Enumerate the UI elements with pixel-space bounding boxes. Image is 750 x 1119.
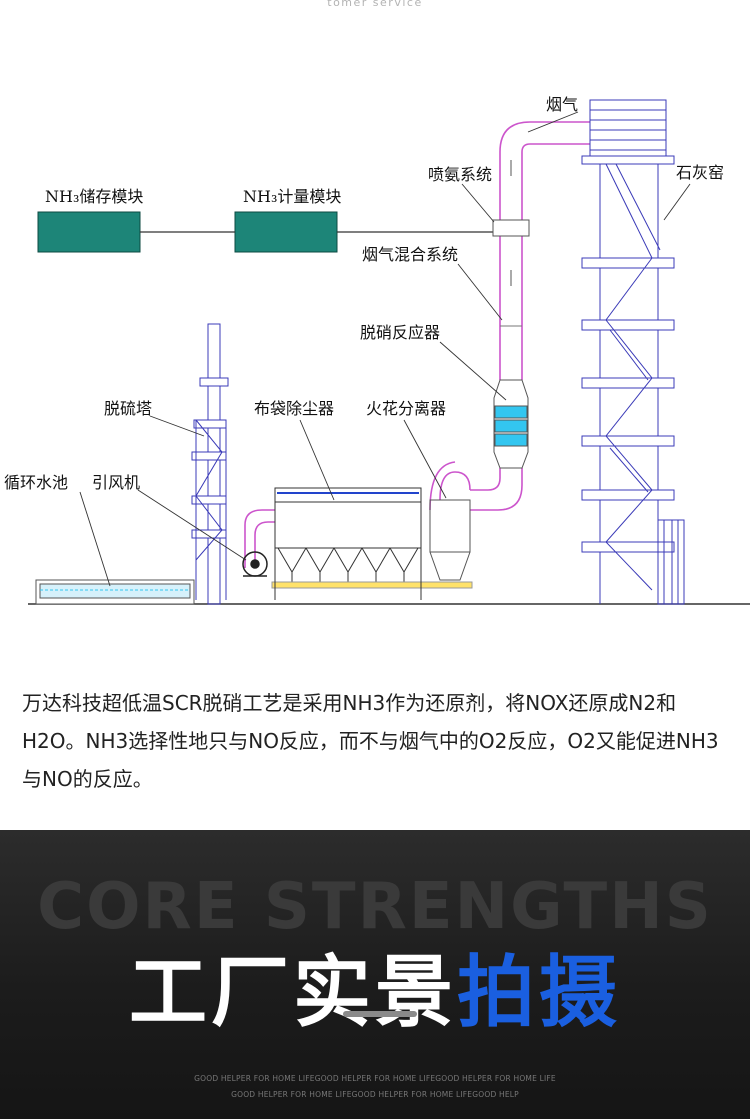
section-title: 工厂实景拍摄	[0, 930, 750, 1042]
background-watermark-word: CORE STRENGTHS	[37, 870, 713, 944]
label-desulfurization-tower: 脱硫塔	[104, 399, 152, 418]
bag-filter	[271, 487, 473, 600]
leader-lines	[79, 111, 691, 587]
description-text: 万达科技超低温SCR脱硝工艺是采用NH3作为还原剂，将NOX还原成N2和H2O。…	[22, 691, 719, 791]
label-nh3-storage: NH₃储存模块	[45, 187, 143, 206]
section-divider	[343, 1011, 417, 1017]
section-title-blue: 拍摄	[457, 948, 622, 1038]
label-nh3-metering: NH₃计量模块	[243, 187, 341, 206]
nh3-storage-module	[37, 211, 141, 253]
label-flue-mixing: 烟气混合系统	[362, 245, 458, 264]
circulating-pool	[35, 579, 195, 605]
label-induced-fan: 引风机	[92, 473, 140, 492]
strengths-banner: CORE STRENGTHS 工厂实景拍摄 GOOD HELPER FOR HO…	[0, 830, 750, 1119]
lime-kiln	[581, 99, 685, 605]
label-denitration-reactor: 脱硝反应器	[360, 323, 440, 342]
scr-process-diagram: NH₃储存模块 NH₃计量模块	[0, 80, 750, 620]
label-spark-separator: 火花分离器	[366, 399, 446, 418]
tagline-line-2: GOOD HELPER FOR HOME LIFEGOOD HELPER FOR…	[231, 1090, 519, 1099]
induced-fan	[242, 551, 268, 577]
tagline-line-1: GOOD HELPER FOR HOME LIFEGOOD HELPER FOR…	[194, 1074, 556, 1083]
desulfurization-tower	[191, 323, 229, 605]
ammonia-injection-box	[492, 219, 530, 237]
label-ammonia-spray: 喷氨系统	[428, 165, 492, 184]
top-caption: tomer service	[327, 0, 423, 9]
label-lime-kiln: 石灰窑	[676, 163, 724, 182]
label-flue-gas: 烟气	[546, 95, 578, 114]
denitration-reactor	[493, 379, 529, 469]
label-circulating-pool: 循环水池	[4, 473, 68, 492]
nh3-metering-module	[234, 211, 338, 253]
spark-separator	[429, 499, 471, 581]
section-title-white: 工厂实景	[128, 948, 457, 1038]
label-bag-filter: 布袋除尘器	[254, 399, 334, 418]
